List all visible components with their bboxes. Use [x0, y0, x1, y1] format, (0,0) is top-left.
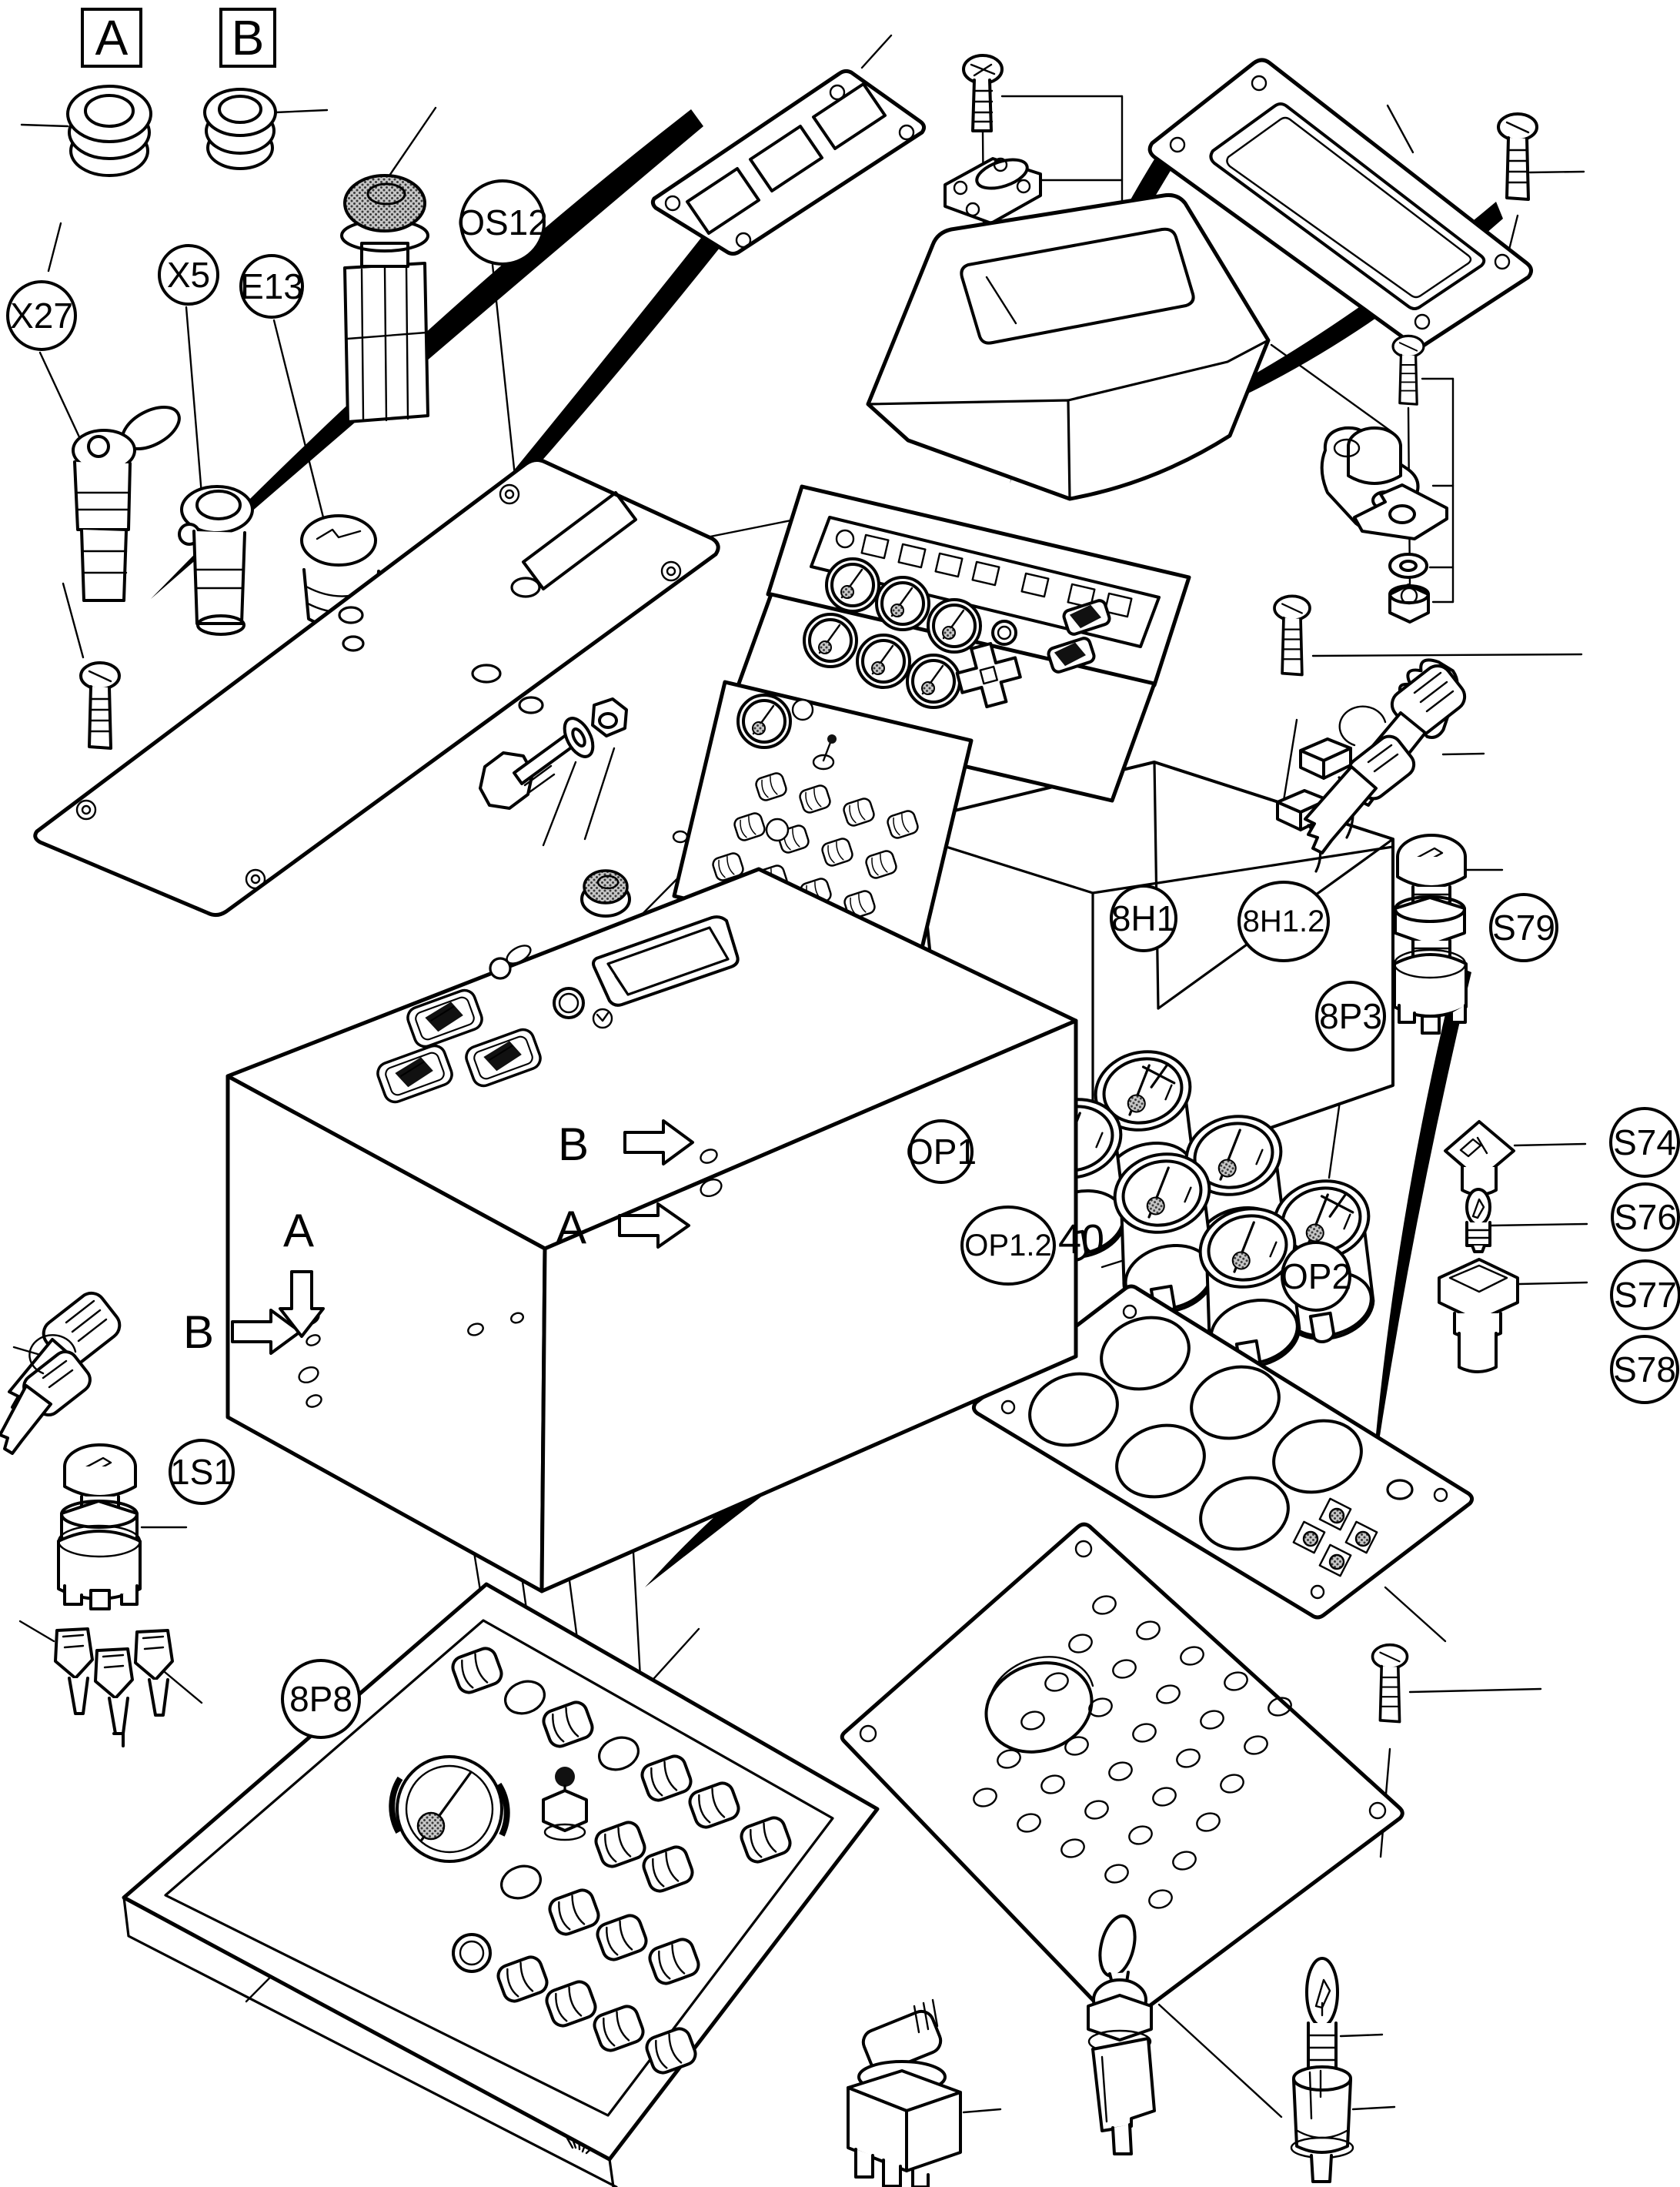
view-letter-b-side: B — [557, 1118, 590, 1170]
balloon-e13: E13 — [239, 254, 304, 319]
balloon-8h1-2: 8H1.2 — [1237, 881, 1330, 962]
ignition-switch-s79 — [1393, 834, 1468, 1035]
ref-box-b-label: B — [231, 10, 265, 65]
grommet-a — [66, 85, 152, 177]
indicator-cap-s74 — [1444, 1120, 1515, 1196]
ref-box-b: B — [219, 8, 276, 68]
balloon-op1-2: OP1.2 — [960, 1206, 1056, 1286]
ignition-switch-1s1 — [57, 1443, 142, 1610]
socket-x5 — [178, 485, 254, 636]
balloon-op1: OP1 — [906, 1119, 977, 1184]
emergency-stop-switch — [340, 174, 429, 423]
switch-plate-3-cutouts — [650, 69, 927, 256]
grommet-b — [203, 88, 277, 170]
connector-x27 — [72, 405, 181, 602]
switch-panel-8p8 — [122, 1582, 880, 2187]
gauge-panel — [971, 1284, 1475, 1620]
view-letter-a-front: A — [282, 1204, 315, 1256]
bulb-socket — [1290, 2065, 1354, 2183]
display-gasket — [1147, 58, 1533, 349]
keys-right — [1304, 658, 1467, 854]
toggle-switch — [1087, 1914, 1156, 2155]
right-hardware-column — [1320, 334, 1448, 624]
plate-screw — [79, 661, 121, 750]
ref-box-a-label: A — [95, 10, 129, 65]
ref-box-a: A — [81, 8, 142, 68]
left-cover-plate — [33, 457, 720, 918]
balloon-s77: S77 — [1610, 1259, 1680, 1330]
bolt-washer-nut — [479, 697, 628, 810]
balloon-s76: S76 — [1611, 1182, 1680, 1252]
balloon-8p8: 8P8 — [281, 1659, 361, 1739]
fuse-terminals — [54, 1627, 174, 1747]
drilled-panel-screw — [1371, 1643, 1409, 1724]
console-side-screw — [1273, 594, 1311, 677]
keys-left — [0, 1291, 122, 1455]
view-arrows — [231, 1119, 694, 1355]
view-letter-a-side: A — [555, 1201, 587, 1253]
rotary-switch — [847, 1998, 962, 2187]
gasket-screw — [1497, 112, 1538, 201]
bulb-s76 — [1465, 1188, 1491, 1253]
balloon-op2: OP2 — [1281, 1241, 1351, 1312]
balloon-1s1: 1S1 — [169, 1439, 235, 1505]
item-number-40: 40 — [1057, 1216, 1105, 1262]
balloon-8h1: 8H1 — [1110, 884, 1177, 952]
lamp-socket-s77 — [1438, 1258, 1519, 1373]
balloon-8p3: 8P3 — [1315, 981, 1386, 1052]
console-lid — [866, 193, 1271, 501]
balloon-x27: X27 — [6, 280, 77, 351]
console-gauge-face — [726, 557, 1157, 803]
balloon-os12: OS12 — [457, 179, 548, 266]
balloon-s78: S78 — [1610, 1335, 1679, 1404]
balloon-s79: S79 — [1489, 893, 1558, 962]
balloon-x5: X5 — [158, 244, 219, 306]
balloon-s74: S74 — [1609, 1107, 1680, 1178]
view-letter-b-front: B — [182, 1306, 215, 1358]
